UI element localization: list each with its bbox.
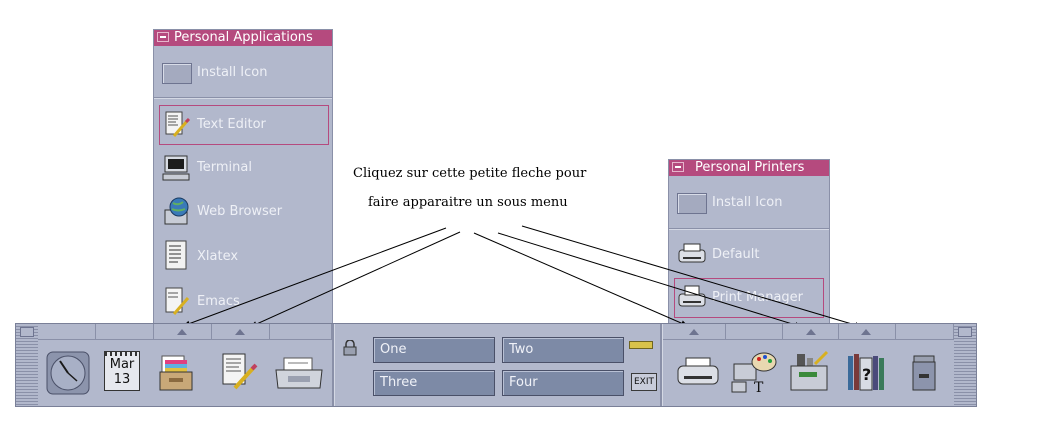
panel-minimize-button[interactable] — [20, 327, 34, 337]
calendar-rings-icon — [105, 352, 139, 356]
web-browser-icon — [164, 197, 189, 225]
xlatex-icon — [165, 240, 187, 270]
printer-icon — [678, 243, 706, 263]
subpanel-strip[interactable] — [783, 324, 839, 340]
mailer-icon[interactable] — [274, 354, 324, 392]
subpanel-item-label: Default — [712, 247, 760, 262]
subpanel-strip — [96, 324, 154, 340]
subpanel-title: Personal Applications — [174, 30, 313, 45]
panel-right-handle[interactable] — [954, 324, 976, 406]
subpanel-item-label: Print Manager — [712, 290, 804, 305]
subpanel-title-bar: Personal Applications — [154, 30, 332, 46]
calendar-month: Mar — [109, 357, 135, 372]
subpanel-item-label: Terminal — [197, 160, 252, 175]
minimize-subpanel-button[interactable] — [157, 32, 169, 42]
subpanel-strip — [270, 324, 332, 340]
subpanel-strip — [38, 324, 96, 340]
subpanel-arrow-icon[interactable] — [861, 329, 871, 335]
callout-line-2: faire apparaitre un sous menu — [368, 195, 568, 210]
personal-printers-subpanel: Personal Printers Install Icon Default P… — [668, 159, 830, 325]
text-editor-icon — [165, 111, 191, 137]
subpanel-item-text-editor[interactable]: Text Editor — [159, 105, 329, 145]
subpanel-item-install-icon[interactable]: Install Icon — [675, 184, 825, 222]
svg-text:T: T — [754, 380, 764, 394]
subpanel-item-label: Emacs — [197, 294, 240, 309]
subpanel-divider — [669, 228, 829, 230]
emacs-icon — [165, 287, 190, 315]
subpanel-strip[interactable] — [154, 324, 212, 340]
subpanel-title-bar: Personal Printers — [669, 160, 829, 176]
subpanel-title: Personal Printers — [695, 160, 805, 175]
workspace-button-two[interactable]: Two — [502, 337, 624, 363]
application-manager-icon[interactable] — [787, 350, 833, 394]
subpanel-item-print-manager[interactable]: Print Manager — [674, 278, 824, 318]
subpanel-item-web-browser[interactable]: Web Browser — [160, 193, 328, 231]
subpanel-item-terminal[interactable]: Terminal — [160, 149, 328, 187]
workspace-button-four[interactable]: Four — [502, 370, 624, 396]
subpanel-arrow-icon[interactable] — [806, 329, 816, 335]
subpanel-strip — [896, 324, 954, 340]
workspace-button-three[interactable]: Three — [373, 370, 495, 396]
subpanel-divider — [154, 97, 332, 99]
subpanel-item-label: Web Browser — [197, 204, 283, 219]
panel-divider — [660, 324, 663, 406]
subpanel-item-label: Install Icon — [712, 195, 783, 210]
style-manager-icon[interactable]: T — [728, 350, 778, 394]
subpanel-strip[interactable] — [839, 324, 896, 340]
subpanel-item-xlatex[interactable]: Xlatex — [160, 238, 328, 276]
busy-indicator-icon — [629, 341, 653, 349]
calendar-day: 13 — [113, 372, 131, 387]
personal-applications-subpanel: Personal Applications Install Icon Text … — [153, 29, 333, 325]
subpanel-item-label: Xlatex — [197, 249, 239, 264]
subpanel-arrow-icon[interactable] — [235, 329, 245, 335]
trash-icon[interactable] — [910, 354, 938, 392]
subpanel-arrow-icon[interactable] — [689, 329, 699, 335]
subpanel-item-default-printer[interactable]: Default — [675, 236, 825, 274]
terminal-icon — [162, 155, 190, 181]
callout-line-1: Cliquez sur cette petite fleche pour — [353, 166, 587, 181]
panel-menu-button[interactable] — [958, 327, 972, 337]
printer-icon[interactable] — [676, 356, 720, 390]
front-panel: Mar 13 One Two Three Four EXIT — [15, 323, 977, 407]
text-editor-icon[interactable] — [219, 352, 259, 392]
calendar-icon[interactable]: Mar 13 — [104, 351, 140, 391]
exit-button[interactable]: EXIT — [631, 373, 657, 391]
file-manager-icon[interactable] — [158, 352, 194, 392]
lock-icon[interactable] — [342, 340, 358, 356]
clock-icon[interactable] — [46, 351, 90, 395]
subpanel-arrow-icon[interactable] — [177, 329, 187, 335]
install-icon-drop-zone[interactable] — [677, 193, 707, 214]
subpanel-strip — [726, 324, 783, 340]
install-icon-drop-zone[interactable] — [162, 63, 192, 84]
subpanel-item-label: Install Icon — [197, 65, 268, 80]
print-manager-icon — [678, 285, 706, 307]
subpanel-strip[interactable] — [663, 324, 726, 340]
subpanel-item-install-icon[interactable]: Install Icon — [160, 54, 328, 92]
subpanel-strip[interactable] — [212, 324, 270, 340]
workspace-button-one[interactable]: One — [373, 337, 495, 363]
subpanel-item-label: Text Editor — [197, 117, 266, 132]
help-manager-icon[interactable]: ? — [846, 352, 888, 392]
panel-left-handle[interactable] — [16, 324, 38, 406]
panel-divider — [332, 324, 335, 406]
svg-text:?: ? — [862, 365, 871, 384]
subpanel-item-emacs[interactable]: Emacs — [160, 283, 328, 321]
minimize-subpanel-button[interactable] — [672, 162, 684, 172]
